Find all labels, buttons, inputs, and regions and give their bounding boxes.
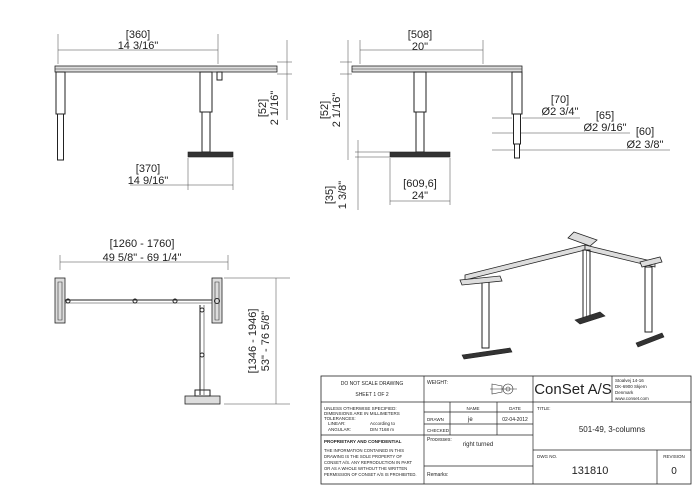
dim-depth-in: 53" - 76 5/8" (260, 311, 272, 371)
plan-view-foot-right (211, 277, 223, 324)
proprietary-line-2: DRAWING IS THE SOLE PROPERTY OF (324, 454, 402, 459)
company-name: ConSet A/S (534, 381, 612, 398)
isometric-view (459, 231, 665, 360)
iso-column-right (644, 266, 653, 333)
tolerances-label: TOLERANCES: (324, 416, 356, 421)
drawn-name: je (467, 417, 473, 423)
drawn-date: 02-04-2012 (502, 417, 528, 423)
dim-52-mm-front: [52] (257, 99, 269, 117)
side-view-leg-right (511, 71, 523, 115)
side-view-column (413, 71, 427, 113)
proprietary-line-3: CONSET A/S. ANY REPRODUCTION IN PART (324, 460, 413, 465)
proprietary-line-1: THE INFORMATION CONTAINED IN THIS (324, 448, 404, 453)
dim-52-in-side: 2 1/16" (331, 93, 343, 128)
proprietary-line-4: OR AS A WHOLE WITHOUT THE WRITTEN (324, 466, 407, 471)
dwg-no-label: DWG NO. (537, 454, 557, 459)
side-view: [508] 20" [52] 2 1/16" [70] Ø2 3/4" [65]… (319, 29, 670, 210)
dim-370-mm: [370] (136, 163, 160, 175)
iso-beam-left (464, 244, 586, 281)
dim-52-mm-side: [52] (319, 101, 331, 119)
dwg-no-value: 131810 (572, 465, 609, 477)
units-note-2: DIMENSIONS ARE IN MILLIMETERS (324, 411, 400, 416)
angular-label: ANGULAR: (328, 427, 351, 432)
dim-70-mm: [70] (551, 94, 569, 106)
linear-label: LINEAR: (328, 421, 346, 426)
iso-beam-right (584, 244, 656, 268)
dim-60-in: Ø2 3/8" (627, 139, 664, 151)
dim-35-in: 1 3/8" (337, 181, 349, 209)
side-view-foot (389, 151, 451, 158)
dim-370-in: 14 9/16" (128, 175, 169, 187)
dim-508-mm: [508] (408, 29, 432, 41)
title-label: TITLE: (537, 406, 551, 411)
dim-60-mm: [60] (636, 126, 654, 138)
dim-depth-mm: [1346 - 1946] (247, 309, 259, 374)
dim-609-in: 24" (412, 190, 428, 202)
dim-width-mm: [1260 - 1760] (110, 238, 175, 250)
front-view: [360] 14 3/16" [370] 14 9/16" [52] 2 1/1… (54, 29, 292, 190)
according-to: According to (370, 421, 396, 426)
date-header: DATE (509, 406, 521, 411)
front-view-column (199, 71, 213, 113)
front-view-leg-left-upper (55, 71, 66, 115)
dim-65-mm: [65] (596, 110, 614, 122)
units-note-1: UNLESS OTHERWISE SPECIFIED: (324, 406, 397, 411)
projection-symbol-icon (490, 383, 517, 395)
company-website: www.conset.com (615, 396, 649, 401)
dim-70-in: Ø2 3/4" (542, 106, 579, 118)
remarks-label: Remarks: (427, 472, 448, 478)
dim-360-mm: [360] (126, 29, 150, 41)
proprietary-line-5: PERMISSION OF CONSET A/S IS PROHIBITED. (324, 472, 417, 477)
no-scale-note: DO NOT SCALE DRAWING (341, 381, 404, 387)
iso-column-left (481, 277, 490, 349)
revision-label: REVISION (663, 454, 685, 459)
front-view-foot (187, 151, 234, 158)
plan-view-foot-bottom (184, 395, 221, 405)
checked-label: CHECKED (427, 428, 450, 433)
company-address-3: Denmark (615, 390, 634, 395)
dim-609-mm: [609,6] (403, 178, 437, 190)
drawn-label: DRAWN (427, 417, 444, 422)
dim-52-in-front: 2 1/16" (269, 91, 281, 126)
weight-label: WEIGHT: (427, 380, 448, 386)
front-view-leg-left-lower (57, 113, 64, 161)
processes-value: right turned (463, 442, 493, 448)
sheet-number: SHEET 1 OF 2 (355, 392, 388, 398)
title-block: DO NOT SCALE DRAWING SHEET 1 OF 2 WEIGHT… (320, 375, 692, 485)
plan-view: [1260 - 1760] 49 5/8" - 69 1/4" [1346 - … (54, 238, 290, 405)
plan-view-foot-left (54, 277, 66, 324)
dim-width-in: 49 5/8" - 69 1/4" (103, 252, 182, 264)
dim-35-mm: [35] (324, 186, 336, 204)
processes-label: Processes: (427, 437, 452, 443)
drawing-title: 501-49, 3-columns (579, 425, 645, 434)
dim-65-in: Ø2 9/16" (583, 122, 626, 134)
dim-360-in: 14 3/16" (118, 40, 159, 52)
company-address-1: Stoalvej 14-16 (615, 378, 644, 383)
company-address-2: DK-6900 Skjern (615, 384, 647, 389)
revision-value: 0 (671, 466, 677, 477)
dim-508-in: 20" (412, 41, 428, 53)
name-header: NAME (466, 406, 479, 411)
proprietary-heading: PROPRIETARY AND CONFIDENTIAL (324, 439, 402, 444)
din-standard: DIN 7168 m (370, 427, 394, 432)
